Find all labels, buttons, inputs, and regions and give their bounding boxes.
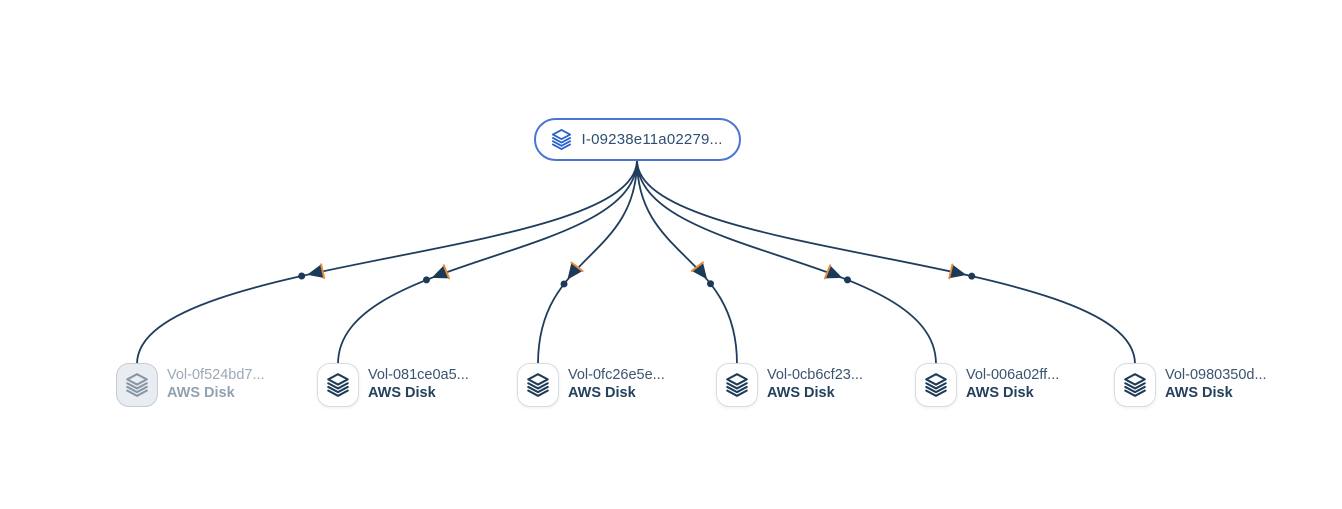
- node-aws-disk[interactable]: Vol-0fc26e5e... AWS Disk: [517, 363, 665, 407]
- edge-path: [136, 159, 638, 365]
- layers-icon: [923, 372, 949, 398]
- disk-icon-box[interactable]: [915, 363, 957, 407]
- edge-path: [337, 159, 638, 365]
- disk-labels: Vol-0980350d... AWS Disk: [1165, 363, 1267, 407]
- layers-icon: [1122, 372, 1148, 398]
- disk-volume-label: Vol-081ce0a5...: [368, 367, 469, 383]
- disk-icon-box[interactable]: [716, 363, 758, 407]
- node-aws-disk[interactable]: Vol-0f524bd7... AWS Disk: [116, 363, 265, 407]
- edge-path: [636, 159, 738, 365]
- disk-icon-box[interactable]: [116, 363, 158, 407]
- disk-icon-box[interactable]: [317, 363, 359, 407]
- disk-type-label: AWS Disk: [167, 385, 235, 401]
- disk-type-label: AWS Disk: [966, 385, 1034, 401]
- node-instance[interactable]: I-09238e11a02279...: [533, 117, 741, 161]
- edge-dot: [423, 276, 431, 284]
- edge-arrow-accent: [442, 264, 451, 280]
- edge-arrowhead-icon: [949, 264, 967, 279]
- disk-volume-label: Vol-006a02ff...: [966, 367, 1060, 383]
- disk-labels: Vol-081ce0a5... AWS Disk: [368, 363, 469, 407]
- edge-dot: [707, 280, 715, 288]
- disk-volume-label: Vol-0cb6cf23...: [767, 367, 863, 383]
- edge-dot: [968, 272, 976, 280]
- layers-icon: [124, 372, 150, 398]
- edge-path: [537, 159, 638, 365]
- disk-labels: Vol-0fc26e5e... AWS Disk: [568, 363, 665, 407]
- edge-arrow-accent: [690, 261, 704, 272]
- disk-type-label: AWS Disk: [568, 385, 636, 401]
- layers-icon: [724, 372, 750, 398]
- disk-volume-label: Vol-0980350d...: [1165, 367, 1267, 383]
- edge-dot: [298, 272, 306, 280]
- disk-type-label: AWS Disk: [767, 385, 835, 401]
- edge-path: [636, 159, 1136, 365]
- edge-arrow-accent: [823, 264, 832, 280]
- disk-labels: Vol-0cb6cf23... AWS Disk: [767, 363, 863, 407]
- edge-arrow-accent: [320, 263, 326, 280]
- disk-labels: Vol-0f524bd7... AWS Disk: [167, 363, 265, 407]
- edge-arrowhead-icon: [567, 262, 583, 280]
- node-aws-disk[interactable]: Vol-0980350d... AWS Disk: [1114, 363, 1267, 407]
- layers-icon: [550, 128, 573, 151]
- disk-volume-label: Vol-0f524bd7...: [167, 367, 265, 383]
- node-aws-disk[interactable]: Vol-0cb6cf23... AWS Disk: [716, 363, 863, 407]
- edge-arrowhead-icon: [691, 262, 708, 280]
- disk-volume-label: Vol-0fc26e5e...: [568, 367, 665, 383]
- disk-type-label: AWS Disk: [368, 385, 436, 401]
- layers-icon: [525, 372, 551, 398]
- disk-icon-box[interactable]: [1114, 363, 1156, 407]
- layers-icon: [325, 372, 351, 398]
- edge-path: [636, 159, 937, 365]
- disk-type-label: AWS Disk: [1165, 385, 1233, 401]
- node-aws-disk[interactable]: Vol-006a02ff... AWS Disk: [915, 363, 1059, 407]
- edge-arrow-accent: [948, 263, 954, 280]
- edge-dot: [560, 280, 568, 288]
- edge-arrowhead-icon: [307, 264, 325, 279]
- disk-labels: Vol-006a02ff... AWS Disk: [966, 363, 1059, 407]
- node-aws-disk[interactable]: Vol-081ce0a5... AWS Disk: [317, 363, 469, 407]
- disk-icon-box[interactable]: [517, 363, 559, 407]
- edge-dot: [843, 276, 851, 284]
- instance-label: I-09238e11a02279...: [581, 130, 723, 148]
- edge-arrow-accent: [570, 261, 584, 273]
